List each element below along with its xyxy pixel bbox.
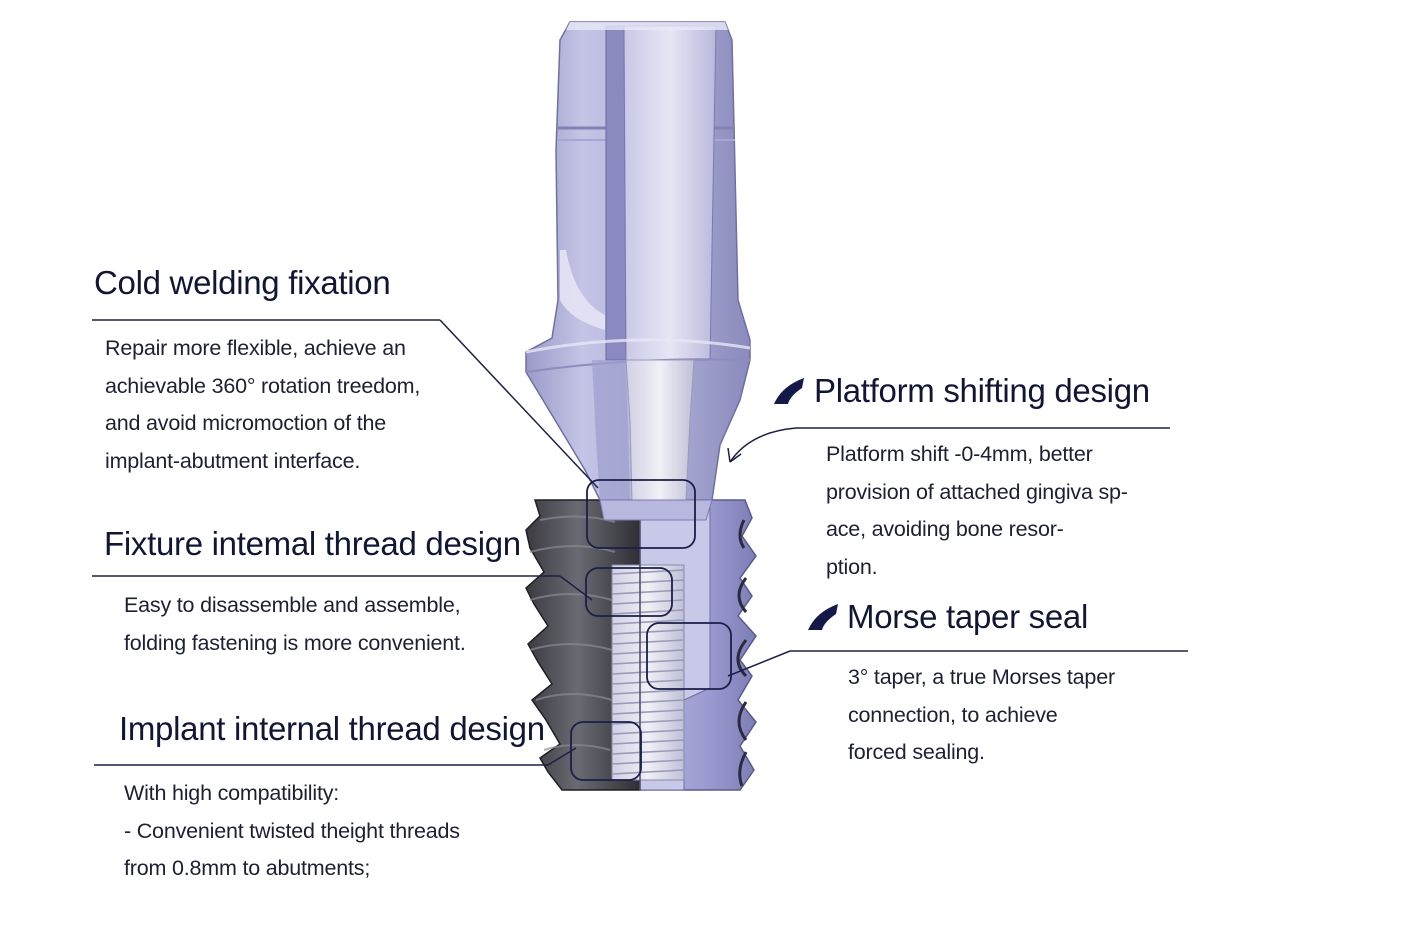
description-line: connection, to achieve — [848, 702, 1058, 727]
platform-shifting-description: Platform shift -0-4mm, better provision … — [826, 436, 1128, 586]
implant-thread-title: Implant internal thread design — [119, 710, 545, 747]
description-line: Repair more flexible, achieve an — [105, 336, 406, 360]
cold-welding-description: Repair more flexible, achieve an achieva… — [105, 330, 420, 480]
description-line: 3° taper, a true Morses taper — [848, 665, 1115, 689]
morse-taper-marker — [808, 604, 838, 630]
abutment — [525, 21, 751, 521]
cold-welding-highlight — [586, 479, 696, 549]
description-line: ace, avoiding bone resor- — [826, 517, 1064, 541]
cold-welding-title: Cold welding fixation — [94, 264, 391, 301]
highlight-boxes — [570, 479, 732, 781]
fixture-thread-highlight — [585, 567, 673, 617]
description-line: Platform shift -0-4mm, better — [826, 442, 1093, 466]
description-line: ption. — [826, 554, 878, 579]
description-line: from 0.8mm to abutments; — [124, 856, 371, 880]
description-line: - Convenient twisted theight threads — [124, 818, 460, 843]
morse-taper-highlight — [646, 622, 732, 690]
implant-thread-description: With high compatibility: - Convenient tw… — [124, 775, 460, 888]
morse-taper-title: Morse taper seal — [847, 598, 1088, 635]
leader-lines — [92, 319, 1188, 766]
description-line: Easy to disassemble and assemble, — [124, 593, 461, 617]
description-line: folding fastening is more convenient. — [124, 630, 466, 655]
implant-body — [525, 499, 757, 791]
morse-taper-description: 3° taper, a true Morses taper connection… — [848, 659, 1115, 772]
fixture-thread-title: Fixture intemal thread design — [104, 525, 521, 562]
description-line: implant-abutment interface. — [105, 448, 361, 473]
platform-shifting-marker — [774, 378, 804, 404]
platform-shifting-title: Platform shifting design — [814, 372, 1150, 409]
description-line: With high compatibility: — [124, 781, 340, 805]
description-line: provision of attached gingiva sp- — [826, 479, 1128, 504]
description-line: forced sealing. — [848, 740, 985, 764]
fixture-thread-description: Easy to disassemble and assemble, foldin… — [124, 587, 466, 662]
description-line: achievable 360° rotation treedom, — [105, 373, 421, 398]
description-line: and avoid micromoction of the — [105, 411, 387, 435]
